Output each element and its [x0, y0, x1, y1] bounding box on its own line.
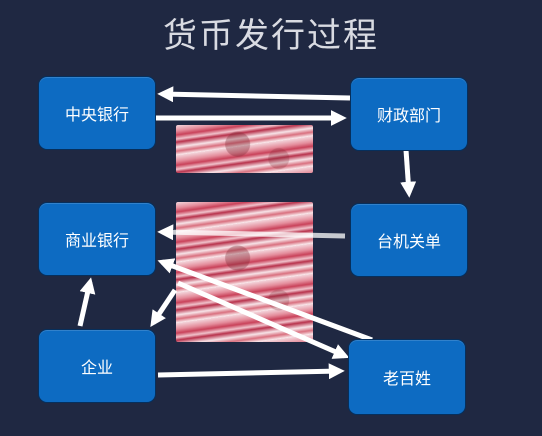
- arrow-finance-to-central: [157, 86, 351, 103]
- arrow-finance-to-printing: [400, 149, 417, 198]
- arrow-commercial-to-enterprise: [150, 288, 178, 327]
- arrow-public-to-commercial: [157, 258, 373, 343]
- node-finance-dept: 财政部门: [350, 77, 468, 151]
- arrow-enterprise-to-commercial: [77, 277, 96, 327]
- slide-title: 货币发行过程: [163, 16, 379, 56]
- node-central-bank: 中央银行: [38, 76, 156, 150]
- node-printing-office: 台机关单: [350, 203, 468, 277]
- node-commercial-bank: 商业银行: [38, 202, 156, 276]
- node-public: 老百姓: [348, 339, 466, 415]
- node-enterprise: 企业: [38, 329, 156, 403]
- arrow-commercial-to-public: [176, 280, 350, 359]
- arrow-enterprise-to-public: [157, 363, 345, 380]
- arrow-printing-to-commercial: [157, 224, 346, 241]
- banknote-stack-image-large: [176, 202, 313, 342]
- banknote-stack-image: [176, 125, 313, 173]
